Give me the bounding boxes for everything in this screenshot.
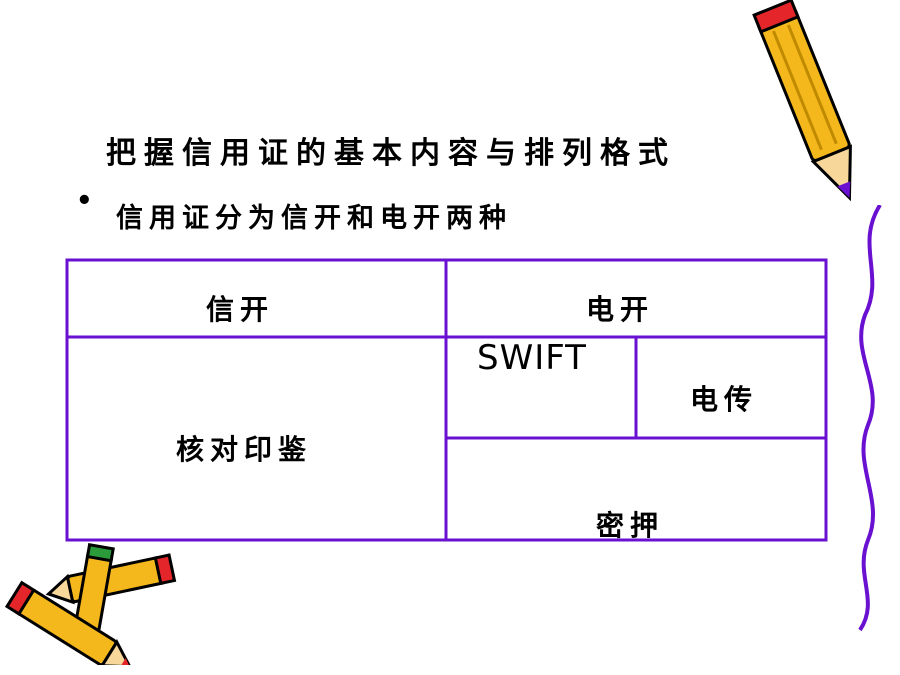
cell-verify-signature: 核对印鉴 — [176, 433, 313, 466]
pencil-top-right-icon — [752, 0, 852, 202]
wavy-border-icon — [858, 205, 882, 632]
bullet-marker: • — [76, 186, 93, 216]
header-mail-credit: 信开 — [206, 293, 275, 326]
cell-swift: SWIFT — [477, 338, 587, 378]
slide-title: 把握信用证的基本内容与排列格式 — [106, 136, 676, 171]
header-teletransmission-credit: 电开 — [586, 293, 655, 326]
slide-subtitle: 信用证分为信开和电开两种 — [116, 203, 512, 234]
pencils-bottom-left-icon — [4, 542, 177, 665]
cell-test-key: 密押 — [596, 509, 665, 542]
cell-telex: 电传 — [690, 383, 759, 416]
